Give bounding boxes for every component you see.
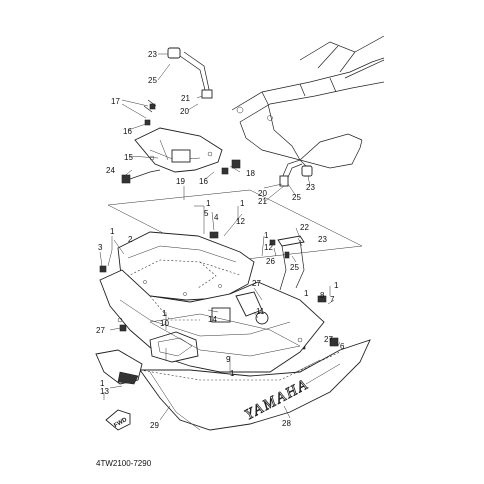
callout-27: 27 — [96, 326, 105, 335]
callout-7: 7 — [330, 295, 335, 304]
callout-9: 9 — [226, 355, 231, 364]
callout-1: 1 — [100, 379, 105, 388]
callout-19: 19 — [176, 177, 185, 186]
mounting-bracket — [134, 127, 223, 173]
frame-rail — [231, 35, 385, 169]
callout-4: 4 — [214, 213, 219, 222]
left-flap — [95, 349, 143, 385]
callout-23: 23 — [148, 50, 157, 59]
callout-1: 1 — [162, 309, 167, 318]
callout-8: 8 — [320, 291, 325, 300]
callout-29: 29 — [150, 421, 159, 430]
callout-24: 24 — [106, 166, 115, 175]
side-cowling — [139, 339, 371, 431]
callout-23: 23 — [318, 235, 327, 244]
callout-23: 23 — [306, 183, 315, 192]
figure-code: 4TW2100-7290 — [96, 459, 152, 468]
callout-1: 1 — [206, 199, 211, 208]
side-stay — [277, 235, 305, 291]
callout-15: 15 — [124, 153, 133, 162]
callout-1: 1 — [240, 199, 245, 208]
callout-2: 2 — [128, 235, 133, 244]
fwd-arrow-icon: FWD — [105, 409, 131, 431]
callout-25: 25 — [290, 263, 299, 272]
callout-26: 26 — [266, 257, 275, 266]
callout-3: 3 — [98, 243, 103, 252]
callout-10: 10 — [160, 319, 169, 328]
callout-1: 1 — [264, 231, 269, 240]
callout-1: 1 — [230, 369, 235, 378]
callout-27: 27 — [324, 335, 333, 344]
callout-6: 6 — [340, 342, 345, 351]
callout-20: 20 — [258, 189, 267, 198]
callout-numbers: 23 25 21 20 17 16 15 16 18 24 19 20 21 2… — [96, 50, 345, 430]
stay-rod-right — [279, 159, 313, 187]
callout-16: 16 — [123, 127, 132, 136]
callout-18: 18 — [246, 169, 255, 178]
callout-21: 21 — [258, 197, 267, 206]
callout-1: 1 — [304, 289, 309, 298]
callout-12: 12 — [264, 243, 273, 252]
headlight-duct — [149, 291, 269, 363]
callout-13: 13 — [100, 387, 109, 396]
callout-12: 12 — [236, 217, 245, 226]
callout-5: 5 — [204, 209, 209, 218]
callout-11: 11 — [256, 307, 265, 316]
callout-25: 25 — [292, 193, 301, 202]
callout-22: 22 — [300, 223, 309, 232]
callout-21: 21 — [181, 94, 190, 103]
leader-lines — [99, 53, 341, 421]
callout-27: 27 — [252, 279, 261, 288]
callout-1: 1 — [334, 281, 339, 290]
callout-28: 28 — [282, 419, 291, 428]
inner-panel-outline — [149, 313, 301, 357]
callout-17: 17 — [111, 97, 120, 106]
callout-20: 20 — [180, 107, 189, 116]
callout-16: 16 — [199, 177, 208, 186]
callout-14: 14 — [208, 315, 217, 324]
callout-1: 1 — [110, 227, 115, 236]
callout-25: 25 — [148, 76, 157, 85]
stay-rod-top — [167, 47, 213, 99]
windscreen — [117, 231, 255, 301]
